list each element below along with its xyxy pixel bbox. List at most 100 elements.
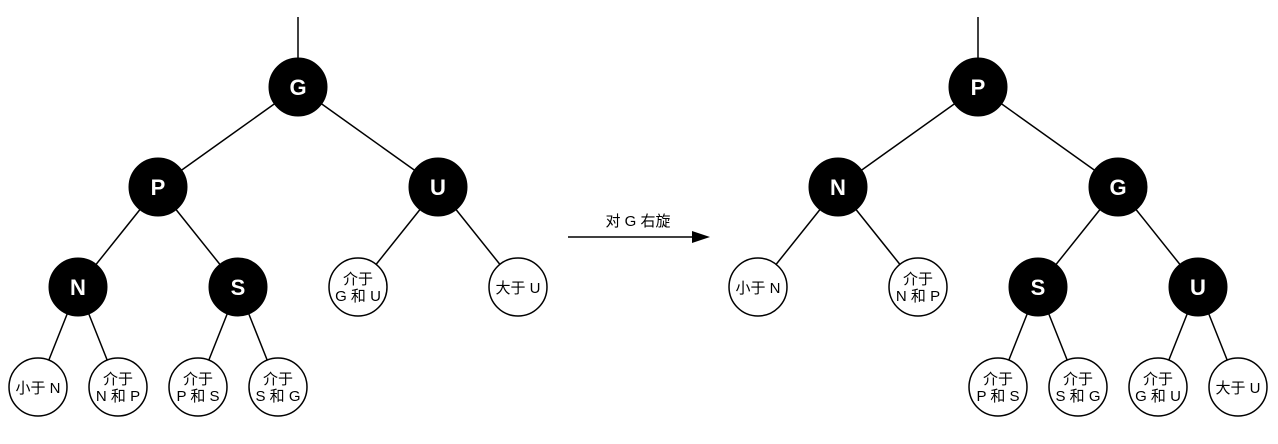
after-node-NP-circle: [888, 257, 948, 317]
rotation-operation: 对 G 右旋: [568, 213, 710, 243]
after-node-GU-circle: [1128, 357, 1188, 417]
before-node-GU-label: G 和 U: [335, 288, 381, 305]
before-node-PS-label: P 和 S: [176, 388, 219, 405]
after-node-P-circle: [948, 57, 1008, 117]
after-node-NP-label: N 和 P: [896, 288, 940, 305]
after-edge-S-SG: [1048, 313, 1068, 361]
before-node-NP-circle: [88, 357, 148, 417]
after-edge-U-GU: [1168, 313, 1188, 361]
before-edge-N-ltN: [48, 313, 68, 361]
after-node-GU: 介于G 和 U: [1128, 357, 1188, 417]
before-node-S: S: [208, 257, 268, 317]
after-edge-G-S: [1055, 209, 1101, 265]
after-edge-S-PS: [1008, 313, 1028, 361]
before-node-S-label: S: [231, 275, 246, 300]
before-node-ltN-circle: [8, 357, 68, 417]
before-edge-G-P: [181, 103, 275, 171]
after-node-S-circle: [1008, 257, 1068, 317]
before-node-NP-label: N 和 P: [96, 388, 140, 405]
after-edge-P-G: [1001, 103, 1095, 171]
after-node-PS-label: P 和 S: [976, 388, 1019, 405]
after-node-PS: 介于P 和 S: [968, 357, 1028, 417]
after-node-S: S: [1008, 257, 1068, 317]
before-node-U: U: [408, 157, 468, 217]
before-edge-U-gtU: [455, 209, 501, 265]
before-node-GU-circle: [328, 257, 388, 317]
after-node-SG: 介于S 和 G: [1048, 357, 1108, 417]
after-node-U-label: U: [1190, 275, 1206, 300]
before-edge-N-NP: [88, 313, 108, 361]
before-node-U-circle: [408, 157, 468, 217]
before-node-G-circle: [268, 57, 328, 117]
before-node-gtU-label: 大于 U: [495, 280, 540, 297]
after-edge-N-NP: [855, 209, 901, 265]
after-node-gtU: 大于 U: [1208, 357, 1268, 417]
before-edge-P-N: [95, 209, 141, 265]
before-node-gtU: 大于 U: [488, 257, 548, 317]
after-edge-U-gtU: [1208, 313, 1228, 361]
after-node-NP: 介于N 和 P: [888, 257, 948, 317]
after-node-GU-label: G 和 U: [1135, 388, 1181, 405]
after-node-GU-label: 介于: [1143, 371, 1173, 388]
before-node-PS: 介于P 和 S: [168, 357, 228, 417]
after-edge-G-U: [1135, 209, 1181, 265]
before-node-P-circle: [128, 157, 188, 217]
before-node-P: P: [128, 157, 188, 217]
before-node-U-label: U: [430, 175, 446, 200]
before-node-SG-label: S 和 G: [255, 388, 300, 405]
after-node-ltN-circle: [728, 257, 788, 317]
before-node-PS-label: 介于: [183, 371, 213, 388]
before-node-N-label: N: [70, 275, 86, 300]
before-edge-G-U: [321, 103, 415, 171]
after-node-N-label: N: [830, 175, 846, 200]
before-node-GU-label: 介于: [343, 271, 373, 288]
before-node-GU: 介于G 和 U: [328, 257, 388, 317]
after-node-gtU-label: 大于 U: [1215, 380, 1260, 397]
after-node-G-circle: [1088, 157, 1148, 217]
after-node-G-label: G: [1109, 175, 1126, 200]
after-node-PS-label: 介于: [983, 371, 1013, 388]
after-node-U: U: [1168, 257, 1228, 317]
before-node-ltN-label: 小于 N: [15, 380, 60, 397]
after-node-U-circle: [1168, 257, 1228, 317]
after-node-N-circle: [808, 157, 868, 217]
after-node-SG-circle: [1048, 357, 1108, 417]
before-edge-S-PS: [208, 313, 228, 361]
after-node-ltN-label: 小于 N: [735, 280, 780, 297]
before-node-N: N: [48, 257, 108, 317]
before-node-SG: 介于S 和 G: [248, 357, 308, 417]
before-node-gtU-circle: [488, 257, 548, 317]
after-node-SG-label: 介于: [1063, 371, 1093, 388]
before-node-SG-label: 介于: [263, 371, 293, 388]
before-node-P-label: P: [151, 175, 166, 200]
before-node-PS-circle: [168, 357, 228, 417]
before-node-G: G: [268, 57, 328, 117]
after-node-PS-circle: [968, 357, 1028, 417]
after-edge-P-N: [861, 103, 955, 171]
before-node-NP-label: 介于: [103, 371, 133, 388]
right-arrow-icon: [692, 231, 710, 243]
after-node-P: P: [948, 57, 1008, 117]
before-node-SG-circle: [248, 357, 308, 417]
before-node-N-circle: [48, 257, 108, 317]
before-edge-U-GU: [375, 209, 421, 265]
before-node-S-circle: [208, 257, 268, 317]
after-node-N: N: [808, 157, 868, 217]
before-edge-S-SG: [248, 313, 268, 361]
after-node-ltN: 小于 N: [728, 257, 788, 317]
before-node-ltN: 小于 N: [8, 357, 68, 417]
before-node-G-label: G: [289, 75, 306, 100]
operation-label: 对 G 右旋: [605, 213, 670, 230]
after-node-P-label: P: [971, 75, 986, 100]
after-node-G: G: [1088, 157, 1148, 217]
before-node-NP: 介于N 和 P: [88, 357, 148, 417]
after-node-gtU-circle: [1208, 357, 1268, 417]
after-node-SG-label: S 和 G: [1055, 388, 1100, 405]
after-node-NP-label: 介于: [903, 271, 933, 288]
after-edge-N-ltN: [775, 209, 821, 265]
after-node-S-label: S: [1031, 275, 1046, 300]
